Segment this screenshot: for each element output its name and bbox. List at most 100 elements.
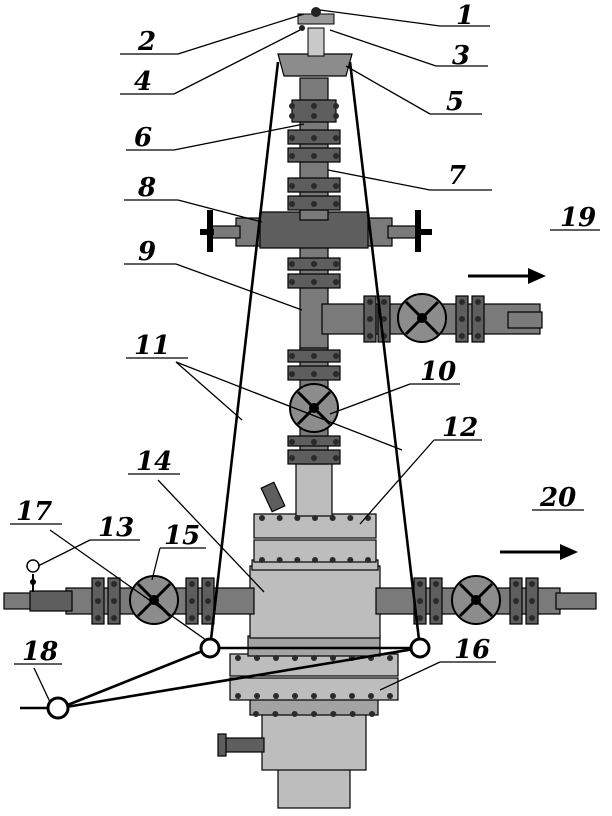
bolt-stud (330, 711, 336, 717)
bolt-stud (459, 299, 465, 305)
callout-8: 8 (137, 173, 156, 203)
bolt-stud (254, 693, 260, 699)
bolt-stud (311, 655, 317, 661)
bolt-stud (330, 693, 336, 699)
bolt-stud (205, 615, 211, 621)
bolt-stud (333, 261, 339, 267)
bolt-stud (513, 615, 519, 621)
bolt-stud (205, 581, 211, 587)
bolt-stud (333, 113, 339, 119)
handwheel-right (452, 576, 500, 624)
bolt-stud (289, 201, 295, 207)
bolt-stud (513, 581, 519, 587)
callout-11: 11 (134, 331, 170, 361)
handwheel-valve-10 (290, 384, 338, 432)
bolt-stud (254, 655, 260, 661)
bolt-stud (475, 316, 481, 322)
bolt-stud (189, 598, 195, 604)
bolt-stud (333, 371, 339, 377)
pulley-18 (48, 698, 68, 718)
bolt-stud (333, 201, 339, 207)
bolt-stud (417, 598, 423, 604)
bolt-stud (311, 103, 317, 109)
bolt-stud (311, 261, 317, 267)
bolt-stud (259, 557, 265, 563)
callout-10: 10 (420, 357, 456, 387)
bolt-stud (235, 655, 241, 661)
bolt-stud (387, 693, 393, 699)
bolt-stud (189, 581, 195, 587)
bolt-stud (330, 655, 336, 661)
casing-bottom (218, 712, 366, 808)
callout-9: 9 (138, 237, 156, 267)
bolt-stud (289, 113, 295, 119)
upper-tree-6-7 (288, 78, 340, 220)
bolt-stud (289, 439, 295, 445)
bolt-stud (311, 153, 317, 159)
bolt-stud (333, 455, 339, 461)
bolt-stud (111, 581, 117, 587)
bolt-stud (111, 615, 117, 621)
bolt-stud (529, 615, 535, 621)
bolt-stud (277, 557, 283, 563)
bolt-stud (95, 581, 101, 587)
pressure-gauge-13 (27, 560, 39, 592)
bolt-stud (277, 515, 283, 521)
bolt-stud (349, 693, 355, 699)
bolt-stud (289, 261, 295, 267)
bolt-stud (367, 299, 373, 305)
bolt-stud (311, 455, 317, 461)
bolt-stud (312, 515, 318, 521)
bolt-stud (311, 371, 317, 377)
tubing-head-body-14 (250, 560, 380, 638)
bolt-stud (330, 515, 336, 521)
callout-19: 19 (560, 203, 596, 233)
bolt-stud (333, 135, 339, 141)
callout-2: 2 (137, 27, 156, 57)
bolt-stud (253, 711, 259, 717)
bolt-stud (294, 515, 300, 521)
vertical-tubing (261, 462, 332, 516)
callout-15: 15 (164, 521, 200, 551)
bolt-stud (289, 279, 295, 285)
bolt-stud (368, 693, 374, 699)
bolt-stud (311, 113, 317, 119)
callout-20: 20 (539, 483, 576, 513)
bolt-stud (235, 693, 241, 699)
bolt-stud (311, 693, 317, 699)
bolt-stud (311, 183, 317, 189)
bolt-stud (433, 581, 439, 587)
callout-7: 7 (448, 161, 466, 191)
bolt-stud (312, 557, 318, 563)
bolt-stud (311, 201, 317, 207)
callout-12: 12 (442, 413, 478, 443)
top-cap-1-5 (278, 7, 352, 76)
bolt-stud (367, 333, 373, 339)
upper-flange-12 (254, 514, 376, 562)
bolt-stud (311, 439, 317, 445)
bolt-stud (205, 598, 211, 604)
flow-arrow-20 (500, 544, 578, 560)
bolt-stud (289, 135, 295, 141)
pulley-left (201, 639, 219, 657)
bolt-stud (369, 711, 375, 717)
bolt-stud (330, 557, 336, 563)
bolt-stud (311, 711, 317, 717)
bolt-stud (292, 693, 298, 699)
callout-14: 14 (136, 447, 172, 477)
bolt-stud (289, 455, 295, 461)
bolt-stud (311, 353, 317, 359)
callout-16: 16 (454, 635, 490, 665)
bolt-stud (475, 333, 481, 339)
bolt-stud (333, 153, 339, 159)
bolt-stud (387, 655, 393, 661)
bolt-stud (529, 598, 535, 604)
flow-arrow-19 (468, 268, 546, 284)
callout-3: 3 (452, 41, 470, 71)
bolt-stud (459, 333, 465, 339)
bolt-stud (350, 711, 356, 717)
handwheel-left-15 (130, 576, 178, 624)
callout-17: 17 (16, 497, 52, 527)
bolt-stud (273, 655, 279, 661)
